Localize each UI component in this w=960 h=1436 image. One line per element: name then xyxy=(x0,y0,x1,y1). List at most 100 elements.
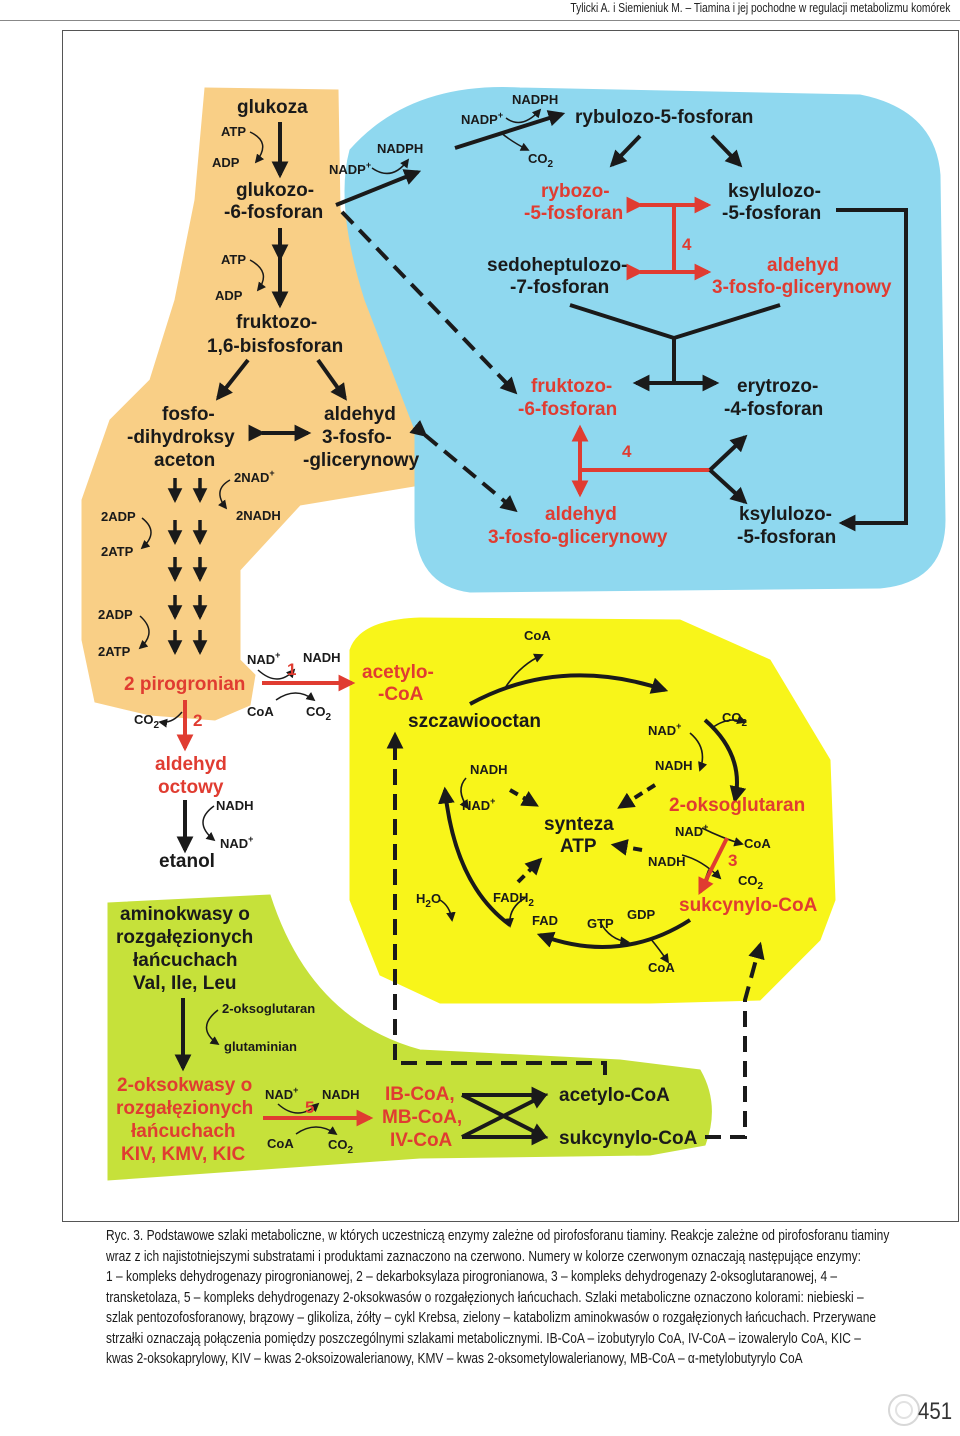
label-adp-2: ADP xyxy=(215,288,243,303)
label-acyl-3: IV-CoA xyxy=(390,1130,453,1151)
label-e4p-2: -4-fosforan xyxy=(724,399,823,420)
label-s7p-1: sedoheptulozo- xyxy=(487,255,627,276)
label-g3p2-1: aldehyd xyxy=(545,504,617,525)
label-nadh-bckd: NADH xyxy=(322,1087,360,1102)
label-nad-pdh: NAD+ xyxy=(247,650,280,667)
label-2atp-a: 2ATP xyxy=(101,544,134,559)
label-2atp-b: 2ATP xyxy=(98,644,131,659)
label-g6p-1: glukozo- xyxy=(236,180,314,201)
label-nad-r: NAD+ xyxy=(648,721,681,738)
glycolysis-arrow-pairs xyxy=(167,478,208,655)
figure-frame xyxy=(62,30,959,1222)
caption-line-7: kwas 2-oksokaprylowy, KIV – kwas 2-oksoi… xyxy=(106,1351,803,1367)
enzyme-2: 2 xyxy=(193,711,202,730)
label-akg-bcaa: 2-oksoglutaran xyxy=(222,1001,315,1016)
label-f6p-2: -6-fosforan xyxy=(518,399,617,420)
label-co2-ppp: CO2 xyxy=(528,151,554,170)
label-adp-1: ADP xyxy=(212,155,240,170)
label-g3p-3: -glicerynowy xyxy=(303,450,420,471)
page-number: 451 xyxy=(917,1398,952,1425)
label-pyruvate: 2 pirogronian xyxy=(124,674,245,695)
label-fbp-1: fruktozo- xyxy=(236,312,317,333)
label-aa-3: łańcuchach xyxy=(133,950,238,971)
enzyme-3: 3 xyxy=(728,851,737,870)
label-g3p2-2: 3-fosfo-glicerynowy xyxy=(488,527,668,548)
transaldolase-junction xyxy=(569,303,781,392)
label-oxaloacetate: szczawiooctan xyxy=(408,711,541,732)
atp-dashed-arrows xyxy=(509,783,657,884)
enzyme-1: 1 xyxy=(287,660,296,679)
label-2nad: 2NAD+ xyxy=(234,468,275,485)
caption-line-4: transketolaza, 5 – kompleks dehydrogenaz… xyxy=(106,1289,864,1306)
label-r5p-2: -5-fosforan xyxy=(524,203,623,224)
label-ka-2: rozgałęzionych xyxy=(116,1098,253,1119)
label-co2-r: CO2 xyxy=(722,710,748,729)
label-aa-1: aminokwasy o xyxy=(120,904,250,925)
label-dhap-3: aceton xyxy=(154,450,215,471)
label-atp-synthesis-2: ATP xyxy=(560,836,597,857)
krebs-cycle-arcs xyxy=(438,673,747,949)
bcaa-split-arrows xyxy=(461,1086,549,1146)
label-nad-adh: NAD+ xyxy=(220,834,253,851)
label-fad: FAD xyxy=(532,913,558,928)
krebs-region xyxy=(349,617,836,1004)
label-gdp: GDP xyxy=(627,907,656,922)
label-coa-top: CoA xyxy=(524,628,551,643)
label-nad-bckd: NAD+ xyxy=(265,1085,298,1102)
label-nadph-2: NADPH xyxy=(512,92,558,107)
label-co2-pdh: CO2 xyxy=(306,704,332,723)
label-co2-bckd: CO2 xyxy=(328,1137,354,1156)
pentose-region xyxy=(344,87,946,593)
label-coa-pdh: CoA xyxy=(247,704,274,719)
enzyme-5: 5 xyxy=(305,1098,314,1117)
caption-line-6: strzałki oznaczają połączenia pomiędzy p… xyxy=(106,1330,861,1347)
label-2adp-b: 2ADP xyxy=(98,607,133,622)
journal-logo-icon xyxy=(888,1394,920,1426)
label-nadph-1: NADPH xyxy=(377,141,423,156)
label-nadh-k: NADH xyxy=(648,854,686,869)
transketolase-1 xyxy=(626,196,712,281)
label-fadh2: FADH2 xyxy=(493,890,534,909)
label-aa-2: rozgałęzionych xyxy=(116,927,253,948)
label-ka-1: 2-oksokwasy o xyxy=(117,1075,252,1096)
label-x5p2-2: -5-fosforan xyxy=(737,527,836,548)
label-nad-l: NAD+ xyxy=(462,796,495,813)
label-glutamate: glutaminian xyxy=(224,1039,297,1054)
label-coa-bckd: CoA xyxy=(267,1136,294,1151)
transketolase-2 xyxy=(571,424,710,498)
label-fbp-2: 1,6-bisfosforan xyxy=(207,336,343,357)
label-nadh-adh: NADH xyxy=(216,798,254,813)
label-acetylcoa-1: acetylo- xyxy=(362,662,434,683)
label-nadp-1: NADP+ xyxy=(329,160,371,177)
label-ru5p: rybulozo-5-fosforan xyxy=(575,107,753,128)
label-e4p-1: erytrozo- xyxy=(737,376,818,397)
label-g6p-2: -6-fosforan xyxy=(224,202,323,223)
krebs-cofactor-arrows xyxy=(439,653,747,964)
enzyme-4b: 4 xyxy=(622,442,632,461)
label-succinylcoa-krebs: sukcynylo-CoA xyxy=(679,895,818,916)
label-glukoza: glukoza xyxy=(237,97,308,118)
label-aa-4: Val, Ile, Leu xyxy=(133,973,237,994)
header-rule xyxy=(0,20,960,21)
label-dhap-1: fosfo- xyxy=(162,404,215,425)
label-co2-pdc: CO2 xyxy=(134,712,160,731)
label-gtp: GTP xyxy=(587,916,614,931)
label-g3p-ppp-2: 3-fosfo-glicerynowy xyxy=(712,277,892,298)
label-acetylcoa-2: -CoA xyxy=(378,684,424,705)
label-nadp-2: NADP+ xyxy=(461,110,503,127)
label-nadh-l: NADH xyxy=(470,762,508,777)
label-acetaldehyde-1: aldehyd xyxy=(155,754,227,775)
label-nad-k: NAD+ xyxy=(675,822,708,839)
running-title: Tylicki A. i Siemieniuk M. – Tiamina i j… xyxy=(570,1,950,15)
figure-caption: Ryc. 3. Podstawowe szlaki metaboliczne, … xyxy=(106,1226,956,1370)
label-acetylcoa-bcaa: acetylo-CoA xyxy=(559,1085,670,1106)
transketolase-2-branch xyxy=(708,434,748,505)
label-2nadh: 2NADH xyxy=(236,508,281,523)
label-co2-k: CO2 xyxy=(738,873,764,892)
caption-line-3: 1 – kompleks dehydrogenazy pirogronianow… xyxy=(106,1269,838,1285)
label-atp-1: ATP xyxy=(221,124,246,139)
caption-line-5: szlak pentozofosforanowy, brązowy – glik… xyxy=(106,1310,877,1326)
label-g3p-1: aldehyd xyxy=(324,404,396,425)
label-r5p-1: rybozo- xyxy=(541,181,610,202)
label-ethanol: etanol xyxy=(159,851,215,872)
